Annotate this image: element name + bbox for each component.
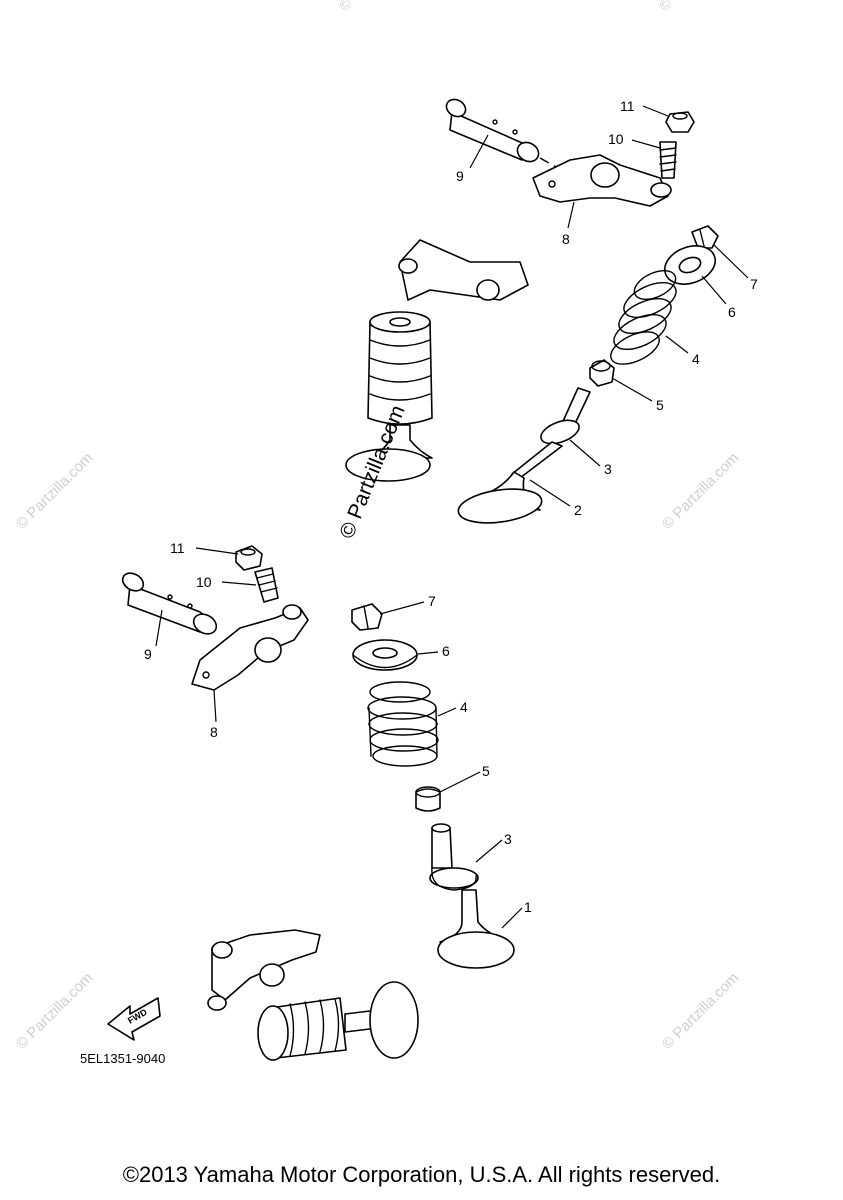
watermark: © Partzilla.com — [13, 969, 96, 1052]
watermark: © Partzilla.com — [13, 449, 96, 532]
adjusting-screw-upper — [659, 141, 677, 179]
adjusting-screw-lower — [254, 567, 279, 603]
leader-lines — [155, 105, 749, 929]
callout-labels: 11 10 9 8 7 6 4 5 3 2 11 10 9 8 7 6 4 5 … — [144, 98, 758, 915]
assembled-valve-upper — [345, 239, 529, 482]
callout-3: 3 — [504, 831, 512, 847]
valve-guide-upper — [540, 387, 591, 445]
watermark: © Partzilla.com — [336, 0, 419, 15]
assembled-valve-lower — [207, 929, 419, 1061]
callout-4: 4 — [460, 699, 468, 715]
valve-cotter-upper — [691, 225, 719, 249]
callout-7: 7 — [428, 593, 436, 609]
callout-10: 10 — [196, 574, 212, 590]
stem-seal-upper — [589, 359, 615, 387]
watermark: © Partzilla.com — [659, 449, 742, 532]
watermark: © Partzilla.com — [656, 0, 739, 15]
valve-spring-lower — [367, 681, 439, 767]
callout-8: 8 — [562, 231, 570, 247]
diagram-code: 5EL1351-9040 — [80, 1051, 165, 1066]
valve-spring-upper — [610, 269, 677, 365]
callout-6: 6 — [442, 643, 450, 659]
callout-11: 11 — [170, 540, 185, 556]
callout-3: 3 — [604, 461, 612, 477]
watermark-group: © Partzilla.com © Partzilla.com © Partzi… — [13, 0, 742, 1053]
callout-6: 6 — [728, 304, 736, 320]
callout-11: 11 — [620, 98, 635, 114]
spring-retainer-lower — [352, 639, 418, 671]
callout-5: 5 — [656, 397, 664, 413]
callout-2: 2 — [574, 502, 582, 518]
rocker-arm-upper — [532, 154, 672, 207]
locknut-lower — [235, 545, 263, 571]
callout-9: 9 — [456, 168, 464, 184]
callout-9: 9 — [144, 646, 152, 662]
rocker-shaft-upper — [445, 98, 559, 169]
callout-1: 1 — [524, 899, 532, 915]
intake-valve — [457, 441, 563, 524]
spring-retainer-upper — [664, 245, 716, 285]
rocker-shaft-lower — [121, 572, 218, 635]
rocker-arm-lower — [191, 604, 309, 691]
fwd-arrow-icon: FWD — [107, 997, 161, 1041]
callout-4: 4 — [692, 351, 700, 367]
valve-guide-lower — [429, 823, 479, 891]
callout-10: 10 — [608, 131, 624, 147]
locknut-upper — [665, 111, 695, 133]
valve-cotter-lower — [351, 603, 383, 631]
callout-7: 7 — [750, 276, 758, 292]
watermark: © Partzilla.com — [659, 969, 742, 1052]
callout-8: 8 — [210, 724, 218, 740]
callout-5: 5 — [482, 763, 490, 779]
stem-seal-lower — [415, 786, 441, 812]
copyright-notice: ©2013 Yamaha Motor Corporation, U.S.A. A… — [122, 1162, 721, 1187]
exhaust-valve — [437, 889, 515, 969]
